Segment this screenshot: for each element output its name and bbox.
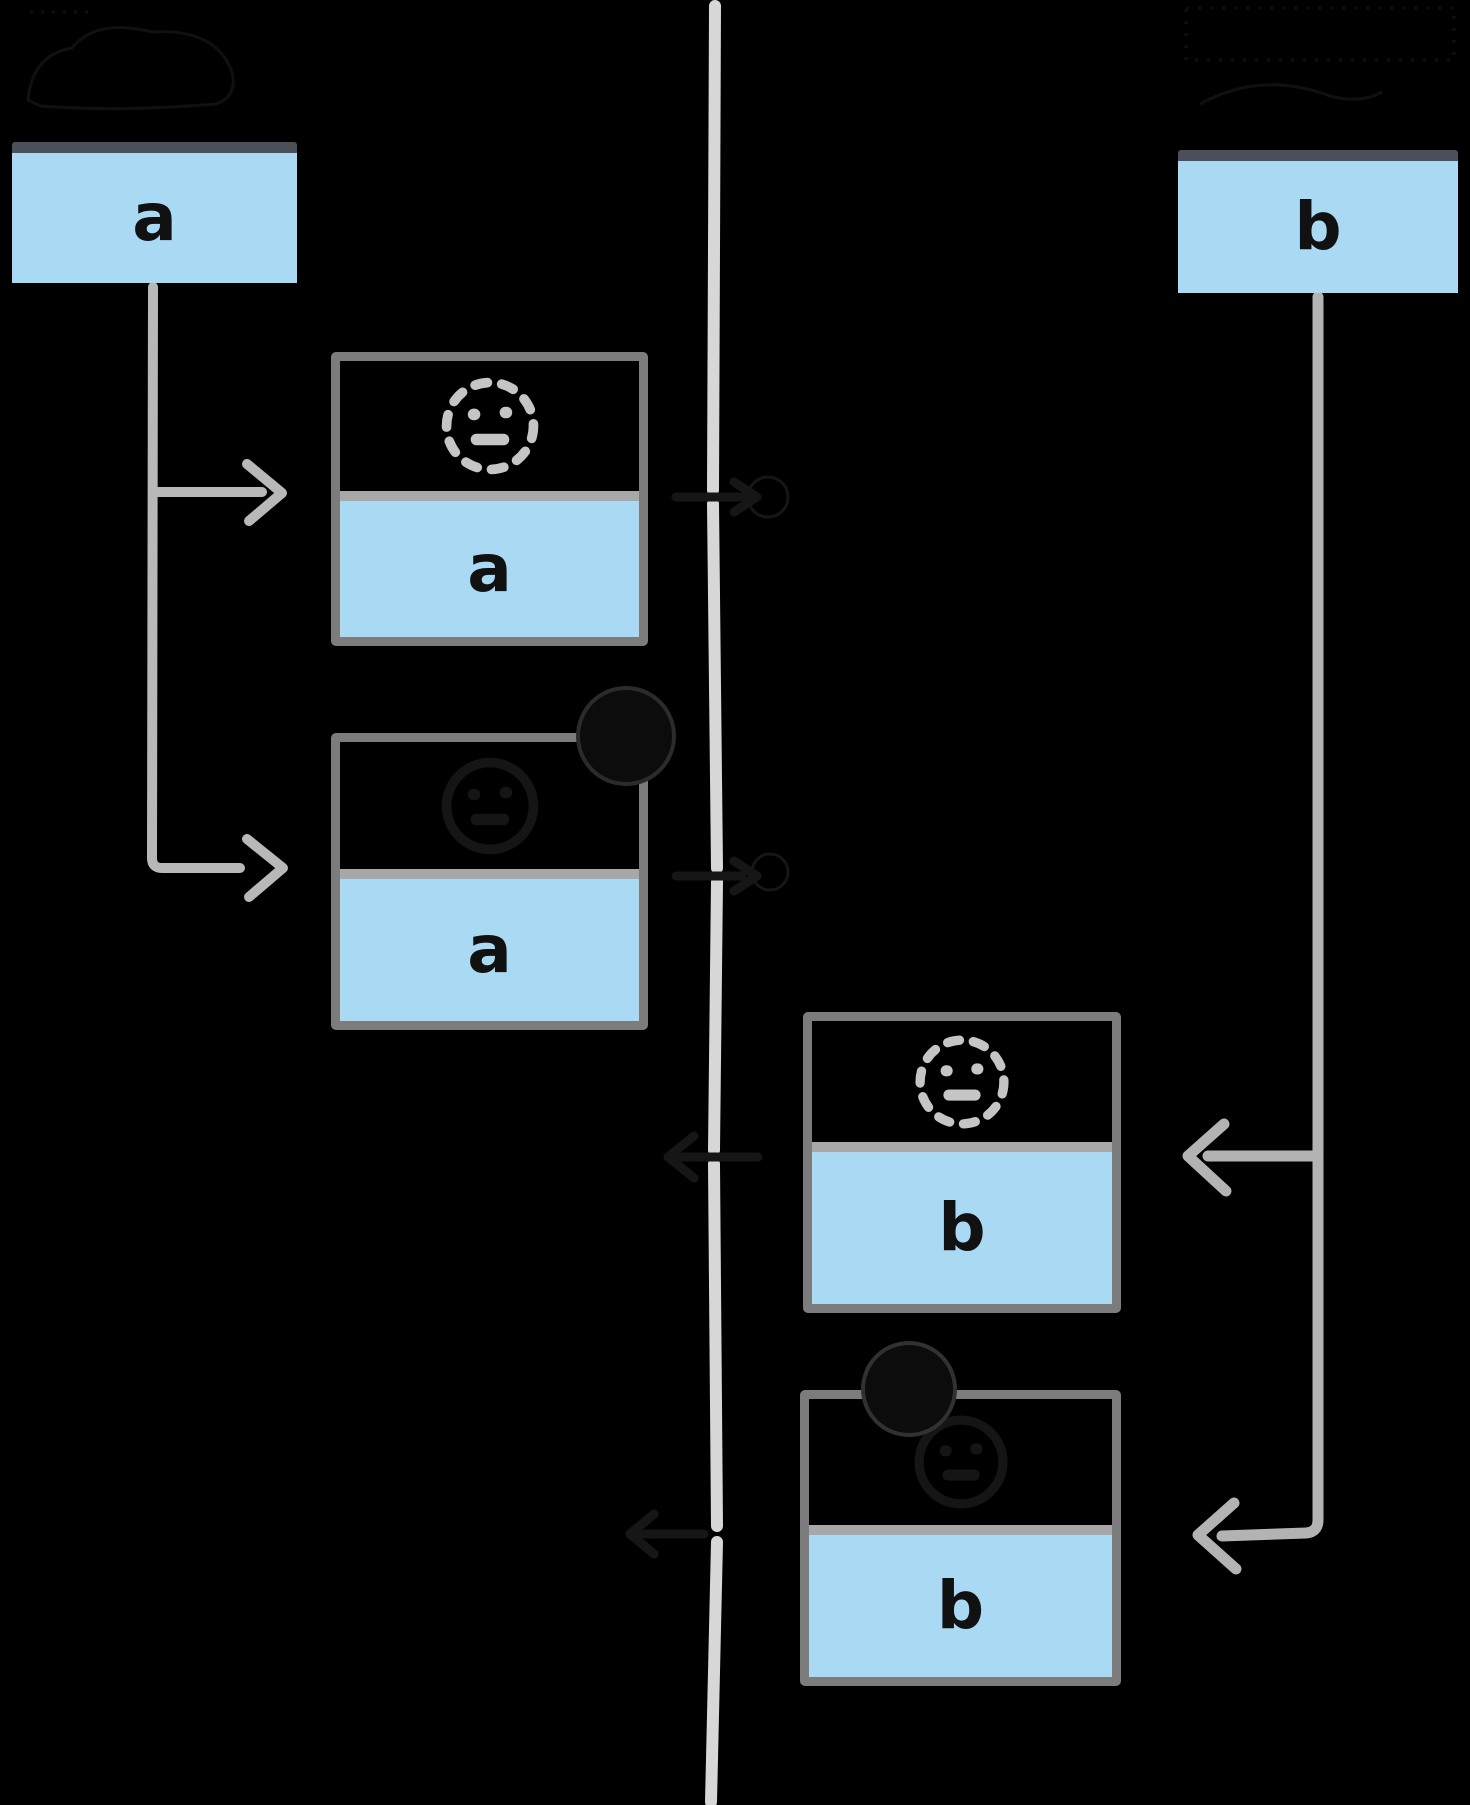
instance-a-2-label: a [467, 911, 512, 988]
instance-b-1: b [803, 1012, 1121, 1313]
faint-sketch-left [26, 10, 235, 111]
timeline-tick-arrows [625, 475, 790, 1559]
window-b-body: b [1178, 161, 1458, 293]
instance-a-2: a [331, 733, 648, 1030]
timeline-segment [705, 1536, 723, 1805]
arrow-left-icon [1192, 1497, 1242, 1575]
instance-a-1-state [340, 361, 639, 491]
window-a-label: a [132, 179, 177, 256]
instance-b-1-value-area: b [812, 1152, 1112, 1304]
instance-b-2: b [800, 1390, 1121, 1686]
instance-a-2-state [340, 742, 639, 869]
instance-b-2-value-area: b [809, 1535, 1112, 1677]
timeline-segment [708, 876, 723, 1156]
instance-a-1-label: a [467, 530, 512, 607]
badge-icon [861, 1341, 957, 1437]
window-b-titlebar [1178, 150, 1458, 161]
arrow-left-icon [1182, 1118, 1232, 1197]
tick-right-arrow-icon [671, 856, 762, 896]
window-a-titlebar [12, 142, 297, 153]
hidden-face-icon [913, 1415, 1008, 1509]
faint-mark [746, 475, 790, 519]
timeline [705, 0, 723, 1805]
instance-a-1: a [331, 352, 648, 646]
connector-left [147, 282, 288, 902]
instance-a-1-value-area: a [340, 501, 639, 637]
pending-face-icon [915, 1034, 1009, 1129]
tick-right-arrow-icon [671, 477, 762, 517]
tick-left-arrow-icon [625, 1509, 709, 1559]
connector-right [1182, 291, 1324, 1575]
window-b: b [1178, 150, 1458, 293]
faint-mark [750, 852, 790, 892]
instance-b-2-state [809, 1399, 1112, 1525]
timeline-segment [707, 498, 723, 874]
instance-divider [809, 1525, 1112, 1535]
connector-right-trunk [1216, 291, 1324, 1542]
hidden-face-icon [441, 757, 538, 854]
pending-face-icon [441, 377, 538, 475]
instance-divider [340, 869, 639, 879]
window-a: a [12, 142, 297, 283]
connector-left-trunk [147, 282, 245, 873]
arrow-right-icon [242, 459, 287, 526]
instance-a-2-value-area: a [340, 879, 639, 1021]
instance-b-2-label: b [936, 1567, 985, 1644]
window-b-label: b [1294, 188, 1342, 265]
timeline-segment [708, 1158, 723, 1532]
timeline-segment [707, 0, 721, 496]
instance-divider [812, 1142, 1112, 1152]
faint-sketch-right [1184, 6, 1456, 106]
instance-divider [340, 491, 639, 501]
tick-left-arrow-icon [663, 1131, 763, 1183]
arrow-right-icon [242, 834, 288, 902]
window-a-body: a [12, 153, 297, 283]
instance-b-1-state [812, 1021, 1112, 1142]
badge-icon [576, 686, 676, 786]
instance-b-1-label: b [938, 1189, 986, 1266]
